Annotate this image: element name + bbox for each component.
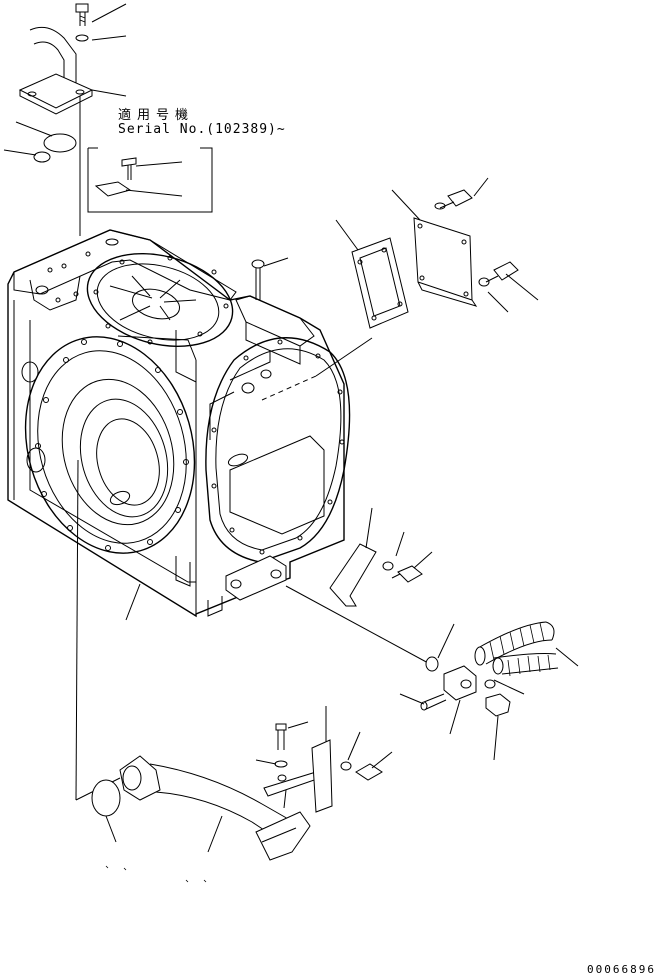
top-washer (75, 34, 89, 42)
case-top-bolt (251, 257, 289, 300)
oring-leader-long (285, 585, 431, 665)
breather-hoses (474, 621, 559, 677)
transmission-case (7, 229, 351, 618)
breather-valve (399, 665, 477, 735)
callout-leaders-top-left (3, 3, 127, 801)
cover-gasket (351, 237, 409, 329)
bracket-washer-bottom-leader (255, 759, 277, 765)
cover-plate (413, 217, 478, 307)
suction-pipe-leader (207, 815, 223, 853)
case-leader (125, 583, 141, 621)
stray-marks (105, 865, 207, 883)
bracket-spring (329, 507, 377, 607)
valve-washer-leader (493, 679, 525, 695)
bracket-washer-bottom (274, 760, 288, 768)
suction-oring (91, 779, 121, 817)
suction-pipe (119, 755, 311, 861)
pipe-bolt (355, 751, 393, 781)
serial-applicability-title: 適用号機 (118, 108, 195, 123)
callout-leaders-right-upper (335, 177, 539, 313)
bracket-washer (382, 561, 394, 571)
pipe-bracket (263, 706, 333, 813)
suction-oring-leader (105, 815, 117, 843)
bracket-leader (283, 789, 287, 809)
bracket-bolt (391, 565, 423, 583)
serial-box (87, 147, 213, 213)
cover-bolts (434, 189, 519, 287)
oring-callout (437, 623, 455, 659)
pipe-washer-leader (347, 731, 361, 761)
filler-oring (33, 151, 51, 163)
serial-number-range: Serial No.(102389)~ (118, 122, 286, 137)
filler-gasket (43, 133, 77, 153)
bracket-bolt-bottom (275, 721, 309, 750)
top-bolt (75, 3, 89, 26)
valve-washer (484, 679, 496, 689)
washer-leader (395, 531, 405, 557)
document-number: 00066896 (587, 963, 656, 976)
hose-leader (555, 647, 579, 667)
hidden-line (261, 375, 317, 401)
oring-small (425, 656, 439, 672)
valve-plug (485, 693, 511, 761)
cover-leader (315, 337, 373, 377)
bolt-leader (413, 551, 433, 569)
pipe-washer (340, 761, 352, 771)
